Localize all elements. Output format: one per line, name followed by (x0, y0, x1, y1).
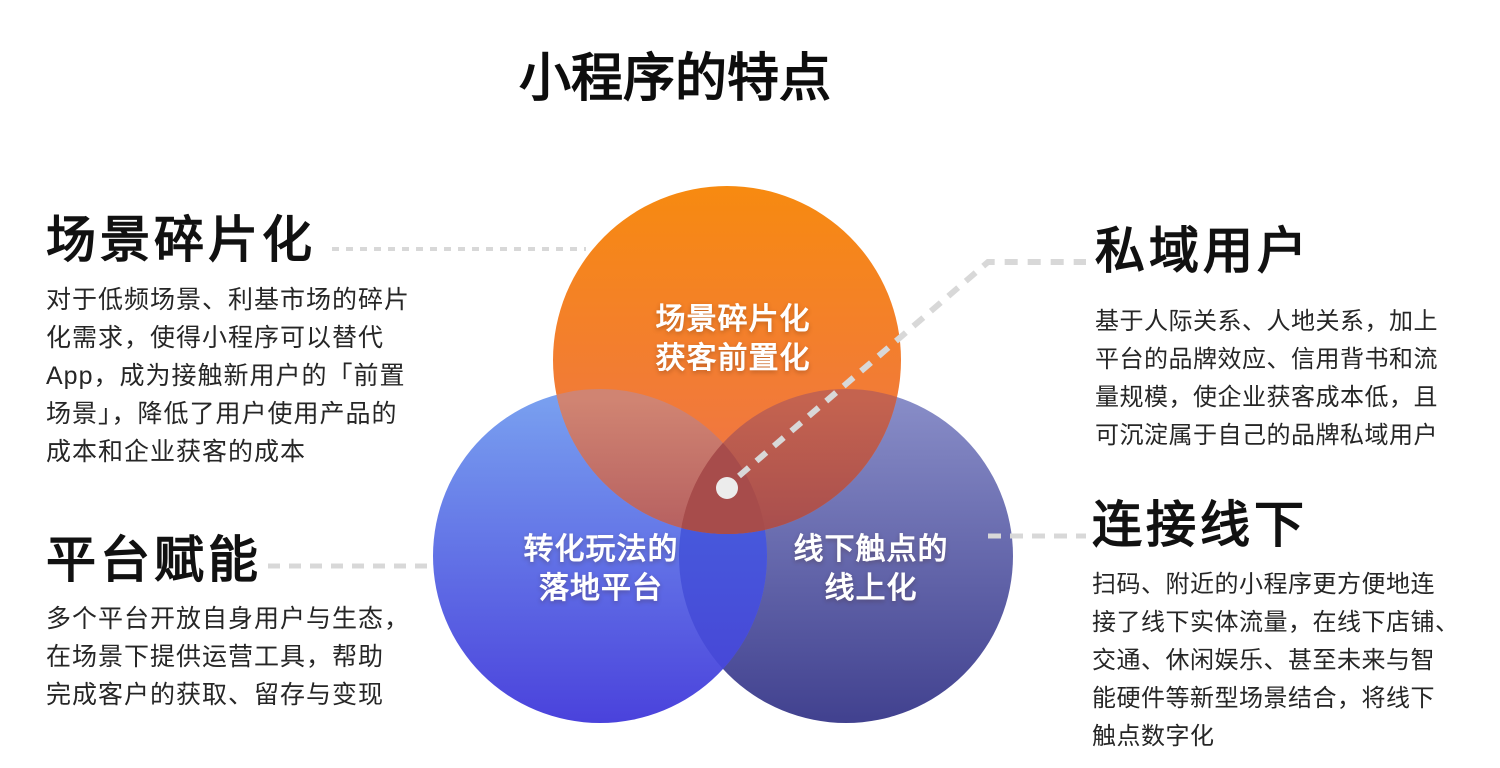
callout-body-offline: 扫码、附近的小程序更方便地连 接了线下实体流量，在线下店铺、 交通、休闲娱乐、甚… (1092, 571, 1460, 750)
callout-heading-offline: 连接线下 (1092, 497, 1308, 553)
callout-body-scene-fragmentation: 对于低频场景、利基市场的碎片 化需求，使得小程序可以替代 App，成为接触新用户… (46, 286, 411, 466)
callout-body-private-domain: 基于人际关系、人地关系，加上 平台的品牌效应、信用背书和流 量规模，使企业获客成… (1095, 308, 1438, 449)
circle-label-line: 场景碎片化 (655, 303, 811, 336)
circle-label-scene-fragmentation: 场景碎片化 获客前置化 (656, 300, 811, 378)
callout-heading-scene-fragmentation: 场景碎片化 (46, 212, 316, 268)
circle-label-line: 线上化 (824, 572, 918, 605)
circle-label-line: 落地平台 (539, 572, 663, 605)
circle-label-line: 获客前置化 (655, 342, 811, 375)
callout-heading-private-domain: 私域用户 (1095, 223, 1311, 279)
connector-line-private-domain (737, 259, 1086, 479)
overlap-orange-right (679, 389, 901, 534)
circle-label-line: 转化玩法的 (523, 533, 679, 566)
circle-label-offline-touchpoints: 线下触点的 线上化 (794, 530, 949, 608)
circle-label-conversion-platform: 转化玩法的 落地平台 (524, 530, 679, 608)
callout-heading-platform: 平台赋能 (46, 532, 262, 588)
callout-body-platform: 多个平台开放自身用户与生态， 在场景下提供运营工具，帮助 完成客户的获取、留存与… (46, 605, 411, 709)
overlap-orange-left (553, 389, 767, 534)
circle-label-line: 线下触点的 (793, 533, 949, 566)
center-dot (716, 477, 738, 499)
page-title: 小程序的特点 (518, 50, 832, 108)
